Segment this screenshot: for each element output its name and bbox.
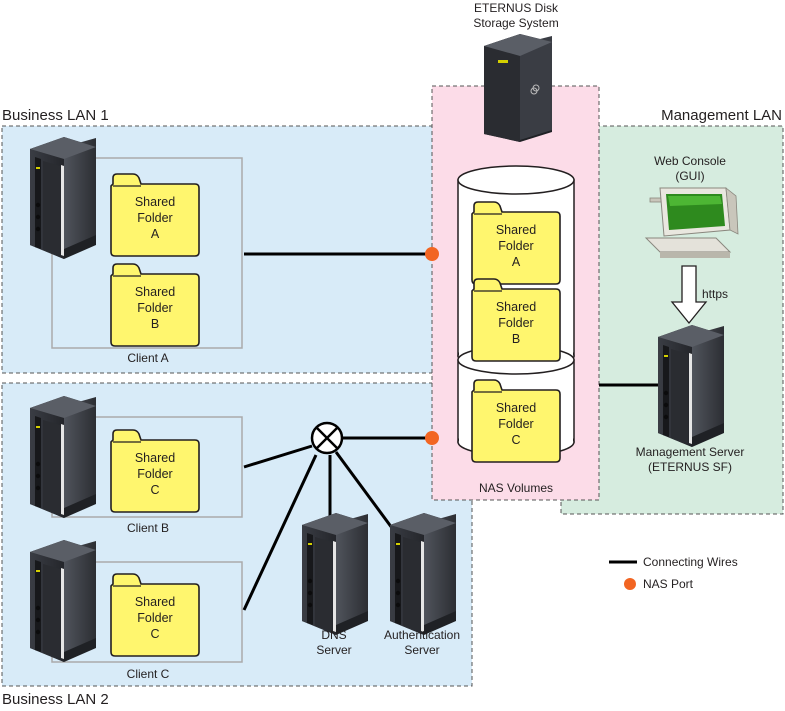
https-label: https (702, 287, 728, 301)
svg-text:Folder: Folder (498, 316, 533, 330)
web-console-label-line2: (GUI) (675, 169, 704, 183)
storage-system-icon (484, 34, 552, 142)
nas-folder-c: Shared Folder C (471, 379, 561, 463)
svg-text:B: B (512, 332, 520, 346)
svg-text:B: B (151, 317, 159, 331)
svg-text:Folder: Folder (137, 211, 172, 225)
svg-text:A: A (512, 255, 521, 269)
svg-text:C: C (150, 627, 159, 641)
computer-icon (644, 187, 739, 258)
client-a-folder-b: Shared Folder B (110, 263, 200, 347)
svg-text:Shared: Shared (135, 595, 175, 609)
dns-server-label-line2: Server (316, 643, 351, 657)
management-server-label-line1: Management Server (636, 445, 745, 459)
svg-text:Folder: Folder (137, 467, 172, 481)
svg-text:Folder: Folder (137, 611, 172, 625)
web-console-label-line1: Web Console (654, 154, 726, 168)
client-c-label: Client C (127, 667, 170, 681)
down-arrow-icon (670, 265, 708, 325)
auth-server-label-line1: Authentication (384, 628, 460, 642)
connecting-wires (242, 252, 658, 611)
dns-server-icon (302, 513, 368, 635)
legend-port-label: NAS Port (643, 577, 694, 591)
svg-text:Shared: Shared (135, 285, 175, 299)
network-hub-icon (310, 421, 344, 455)
nas-volumes-label: NAS Volumes (479, 481, 553, 495)
dns-server-label-line1: DNS (321, 628, 346, 642)
auth-server-label-line2: Server (404, 643, 439, 657)
business-lan-2-label: Business LAN 2 (2, 691, 109, 708)
legend-wires-label: Connecting Wires (643, 555, 738, 569)
svg-text:Shared: Shared (496, 401, 536, 415)
svg-text:C: C (511, 433, 520, 447)
svg-text:Folder: Folder (498, 417, 533, 431)
svg-text:Folder: Folder (137, 301, 172, 315)
svg-text:Shared: Shared (496, 223, 536, 237)
storage-system-label-line1: ETERNUS Disk (474, 1, 559, 15)
client-b-folder-c: Shared Folder C (110, 429, 200, 513)
svg-text:Shared: Shared (135, 195, 175, 209)
legend: Connecting Wires NAS Port (609, 555, 738, 591)
management-server-icon (658, 325, 724, 447)
svg-text:C: C (150, 483, 159, 497)
management-server-label-line2: (ETERNUS SF) (648, 460, 732, 474)
nas-folder-a: Shared Folder A (471, 201, 561, 285)
legend-port-swatch (624, 578, 636, 590)
business-lan-1-label: Business LAN 1 (2, 107, 109, 124)
client-a-server-icon (30, 137, 96, 259)
svg-text:Shared: Shared (496, 300, 536, 314)
client-c-server-icon (30, 540, 96, 662)
svg-text:A: A (151, 227, 160, 241)
storage-system-label-line2: Storage System (473, 16, 558, 30)
client-a-label: Client A (127, 351, 168, 365)
nas-port-lan1 (425, 247, 439, 261)
nas-port-lan2 (425, 431, 439, 445)
svg-text:Shared: Shared (135, 451, 175, 465)
authentication-server-icon (390, 513, 456, 635)
nas-folder-b: Shared Folder B (471, 278, 561, 362)
client-a-folder-a: Shared Folder A (110, 173, 200, 257)
management-lan-label: Management LAN (661, 107, 782, 124)
client-b-server-icon (30, 396, 96, 518)
client-c-folder-c: Shared Folder C (110, 573, 200, 657)
svg-text:Folder: Folder (498, 239, 533, 253)
client-b-label: Client B (127, 521, 169, 535)
